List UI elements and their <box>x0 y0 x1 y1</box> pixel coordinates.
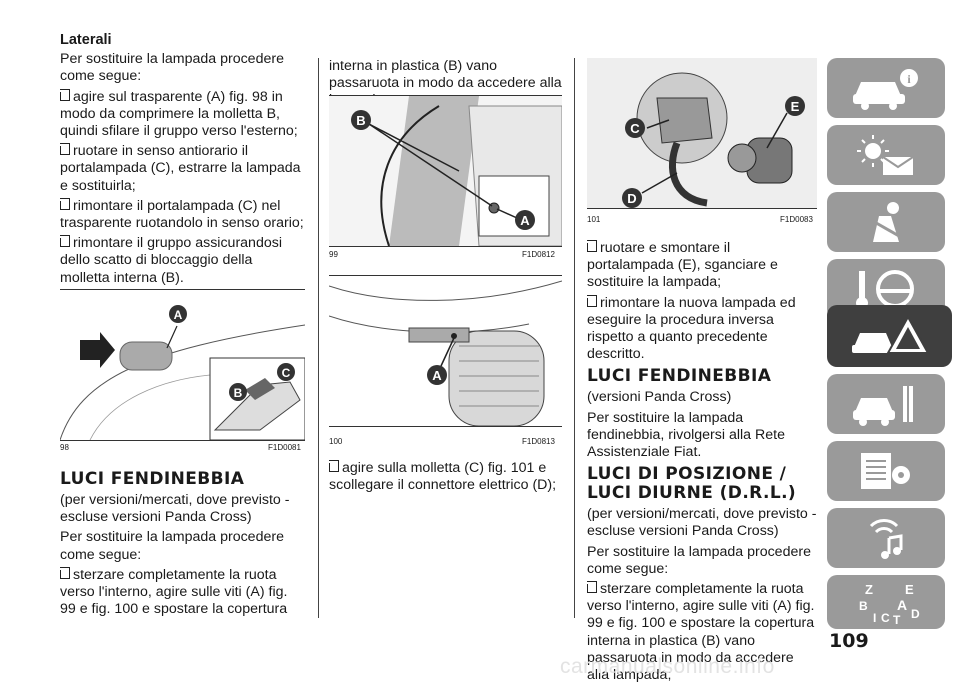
fig98-number: 98 <box>60 443 69 452</box>
intro-text: Per sostituire la lampada procedere come… <box>60 51 284 85</box>
label-b-badge <box>351 110 371 130</box>
bullet-icon <box>59 566 70 579</box>
figure-98: A B C <box>60 289 305 441</box>
label-b-badge <box>229 383 247 401</box>
index-letter: Z <box>865 582 873 597</box>
label-a-badge <box>515 210 535 230</box>
heading-fendinebbia: LUCI FENDINEBBIA <box>587 366 772 387</box>
label-c: C <box>630 121 640 136</box>
multimedia-icon <box>869 519 903 559</box>
heading-posizione: LUCI DI POSIZIONE / LUCI DIURNE (D.R.L.) <box>587 464 797 504</box>
page-number: 109 <box>829 630 869 652</box>
column-1-lower: LUCI FENDINEBBIA (per versioni/mercati, … <box>59 466 305 621</box>
column-divider <box>318 58 319 618</box>
label-c: C <box>282 366 291 380</box>
step-item: agire sul trasparente (A) fig. 98 in mod… <box>59 88 298 140</box>
bullet-icon <box>586 294 597 307</box>
tab-multimedia[interactable] <box>827 508 945 568</box>
column-3: ruotare e smontare il portalampada (E), … <box>586 240 817 687</box>
label-a: A <box>432 368 442 383</box>
car-maintenance-icon <box>853 386 913 426</box>
step-item: ruotare e smontare il portalampada (E), … <box>586 240 778 291</box>
bullet-icon <box>586 581 597 594</box>
label-a-badge <box>169 305 187 323</box>
index-letter: I <box>873 611 876 624</box>
bullet-icon <box>328 460 339 472</box>
label-d: D <box>627 191 636 206</box>
column-1: Laterali Per sostituire la lampada proce… <box>59 32 305 290</box>
step-item: ruotare in senso antiorario il portalamp… <box>59 143 301 194</box>
label-c-badge <box>277 363 295 381</box>
bullet-icon <box>586 240 597 252</box>
index-letter: E <box>905 582 914 597</box>
step-item: sterzare completamente la ruota verso l'… <box>59 566 288 618</box>
index-letter: T <box>893 613 901 624</box>
label-a: A <box>520 213 530 228</box>
svg-text:i: i <box>907 72 911 86</box>
car-info-icon: i <box>853 69 918 110</box>
fig99-number: 99 <box>329 250 338 259</box>
label-b: B <box>234 386 243 400</box>
bullet-icon <box>59 143 70 156</box>
step-item: agire sulla molletta (C) fig. 101 e scol… <box>328 460 557 494</box>
posizione-note: (per versioni/mercati, dove previsto - e… <box>587 506 817 540</box>
figure-100: A <box>329 275 562 427</box>
heading-laterali: Laterali <box>60 32 112 48</box>
tab-warning-lights[interactable] <box>827 125 945 185</box>
fig101-code: F1D0083 <box>780 215 813 224</box>
column-2-lower: agire sulla molletta (C) fig. 101 e scol… <box>328 460 564 497</box>
index-letter: D <box>911 607 920 621</box>
column-divider <box>574 58 575 618</box>
fendinebbia-intro: Per sostituire la lampada procedere come… <box>60 529 284 563</box>
bullet-icon <box>59 88 70 101</box>
label-d-badge <box>622 188 642 208</box>
figure-99: B A <box>329 95 562 247</box>
warning-lights-icon <box>857 135 914 175</box>
figure-101: C E D <box>587 58 817 209</box>
step-item: rimontare il gruppo assicurandosi dello … <box>59 235 282 286</box>
index-letter: C <box>881 611 890 624</box>
label-a: A <box>174 308 183 322</box>
bullet-icon <box>59 235 70 248</box>
tab-car-info[interactable]: i <box>827 58 945 118</box>
fig100-number: 100 <box>329 437 343 446</box>
bullet-icon <box>59 197 70 210</box>
fendinebbia-note: (per versioni/mercati, dove previsto - e… <box>60 492 290 526</box>
index-icon: Z E B A I C T D <box>859 582 920 624</box>
technical-data-icon <box>861 453 910 489</box>
fig99-code: F1D0812 <box>522 250 555 259</box>
index-letter: B <box>859 599 868 613</box>
figure-101-drawing: C E D <box>587 58 817 208</box>
tab-technical-data[interactable] <box>827 441 945 501</box>
label-e: E <box>791 99 800 114</box>
indicator-lens <box>119 341 173 371</box>
label-e-badge <box>785 96 805 116</box>
step-item: rimontare il portalampada (C) nel traspa… <box>59 197 304 232</box>
watermark: carmanualsonline.info <box>560 655 775 678</box>
posizione-intro: Per sostituire la lampada procedere come… <box>587 543 811 577</box>
tab-safety[interactable] <box>827 192 945 252</box>
step-item: sterzare completamente la ruota verso l'… <box>586 581 815 684</box>
step-item: rimontare la nuova lampada ed eseguire l… <box>586 294 796 363</box>
heading-fendinebbia: LUCI FENDINEBBIA <box>60 469 245 489</box>
figure-98-drawing: A B C <box>60 305 305 440</box>
panda-cross-note: (versioni Panda Cross) <box>587 389 732 406</box>
label-b: B <box>356 113 365 128</box>
fig98-code: F1D0081 <box>268 443 301 452</box>
tab-emergency[interactable] <box>827 305 952 367</box>
label-a-badge <box>427 365 447 385</box>
emergency-triangle-icon <box>851 314 930 354</box>
index-letter: A <box>897 597 907 613</box>
figure-99-drawing: B A <box>329 96 562 246</box>
figure-100-drawing: A <box>329 280 562 426</box>
fig101-number: 101 <box>587 215 601 224</box>
panda-cross-text: Per sostituire la lampada fendinebbia, r… <box>587 409 785 461</box>
label-c-badge <box>625 118 645 138</box>
tab-maintenance[interactable] <box>827 374 945 434</box>
airbag-seat-icon <box>870 202 900 242</box>
fig100-code: F1D0813 <box>522 437 555 446</box>
tab-index[interactable]: Z E B A I C T D <box>827 575 945 629</box>
arrow-icon <box>80 332 115 368</box>
